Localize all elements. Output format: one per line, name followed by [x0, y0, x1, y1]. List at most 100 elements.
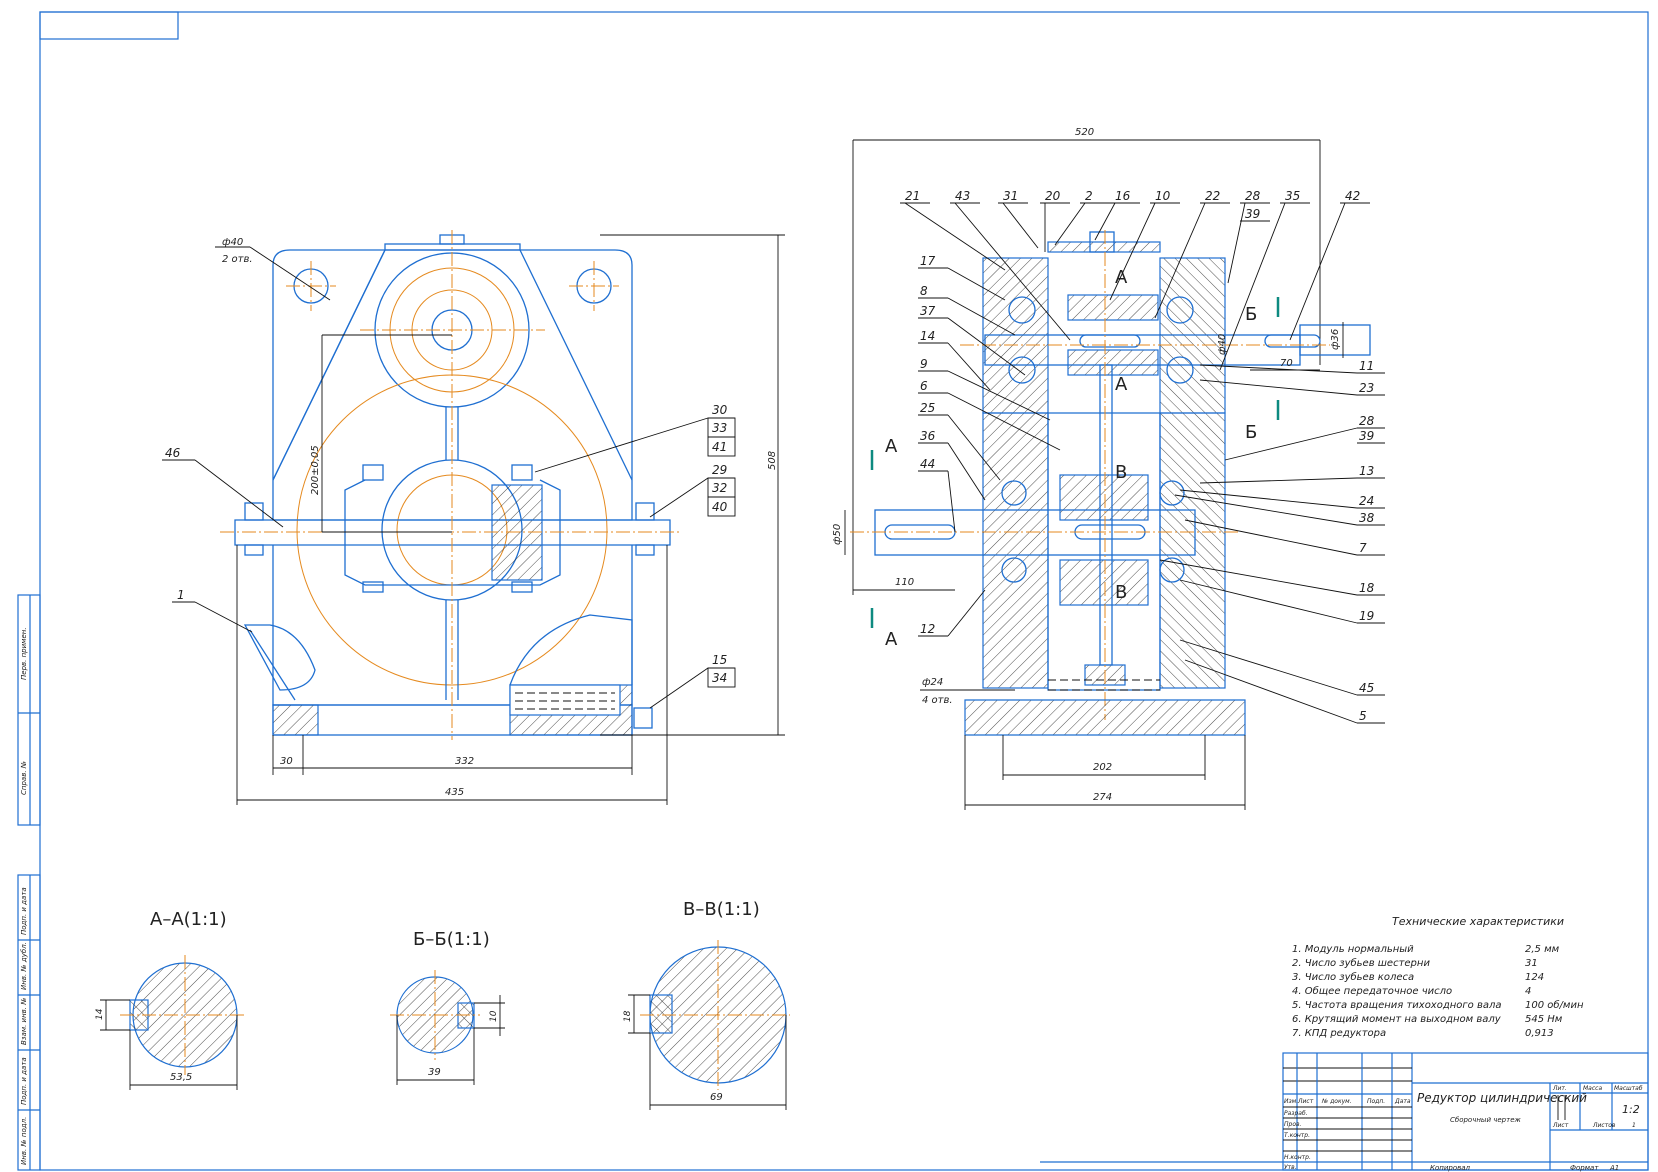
leader-line [947, 392, 1061, 451]
right-lower-wall [1159, 412, 1226, 689]
callout-35: 35 [1285, 189, 1300, 203]
callout-2: 2 [1085, 189, 1093, 203]
dim-edge: 30 [280, 756, 293, 767]
callout-46: 46 [165, 446, 181, 460]
dim-shaft-out-len: 70 [1280, 358, 1293, 369]
leader-line [1002, 202, 1039, 249]
stamp-label: Подп. и дата [20, 887, 28, 935]
front-view: 200±0,05 508 435 30 332 ф40 2 отв. 46 1 … [162, 230, 785, 805]
section-mark-a: А [885, 436, 898, 457]
wheel-hub-bottom [1059, 559, 1149, 606]
section-vv: В–В(1:1) 18 69 [623, 899, 790, 1110]
dim-shaft-in-dia: ф50 [832, 524, 843, 545]
wheel-hub-top [1059, 474, 1149, 521]
spec-label: 1. Модуль нормальный [1292, 944, 1414, 955]
leader-line [947, 317, 1026, 376]
tb-header: Изм. [1284, 1098, 1298, 1105]
title-block: Изм. Лист № докум. Подп. Дата Разраб. Пр… [1040, 1052, 1649, 1172]
tb-header: Дата [1394, 1098, 1411, 1105]
section-mark-v: В [1115, 462, 1127, 483]
section-title: В–В(1:1) [683, 899, 760, 920]
callout-9: 9 [920, 357, 928, 371]
leader-line [1159, 559, 1358, 596]
dim-center-dist: 200±0,05 [310, 445, 321, 495]
dim-bolt-span: 332 [455, 756, 474, 767]
bolt-head [362, 464, 384, 481]
leader-line [1199, 379, 1358, 396]
leader-line [1154, 202, 1206, 319]
spec-value: 100 об/мин [1525, 999, 1584, 1011]
section-mark-a: А [885, 629, 898, 650]
side-section-view: 520 [832, 127, 1371, 810]
callout-23: 23 [1359, 381, 1374, 395]
tb-header: Лист [1297, 1098, 1314, 1105]
spec-label: 2. Число зубьев шестерни [1292, 957, 1430, 969]
copied-label: Копировал [1430, 1164, 1471, 1172]
leader-line [1184, 519, 1358, 556]
callout-17: 17 [920, 254, 936, 268]
callout-18: 18 [1359, 581, 1375, 595]
callout-11: 11 [1359, 359, 1374, 373]
stamp-label: Инв. № дубл. [20, 942, 28, 990]
leader-line [1219, 202, 1286, 371]
vent-bolt [1089, 231, 1115, 253]
callout-40: 40 [712, 500, 728, 514]
dim-base-hole: ф24 [922, 677, 943, 688]
left-lower-wall [982, 412, 1049, 689]
sheet-label: Лист [1552, 1122, 1569, 1129]
section-mark-v: В [1115, 582, 1127, 603]
tb-header: Подп. [1367, 1098, 1385, 1105]
input-shaft-end [1299, 324, 1371, 356]
leader-line [947, 370, 1051, 421]
dim-hole-dia: ф40 [222, 237, 243, 248]
callout-39: 39 [1245, 207, 1260, 221]
key-section [649, 994, 673, 1034]
dim-shaft-out-dia: ф36 [1330, 329, 1341, 350]
spec-label: 5. Частота вращения тихоходного вала [1292, 1000, 1502, 1011]
sheets-count: 1 [1632, 1122, 1636, 1129]
leader-line [1054, 202, 1086, 246]
pinion-teeth-top [1067, 294, 1159, 321]
callout-19: 19 [1359, 609, 1374, 623]
dim-length: 520 [1075, 127, 1094, 138]
sheet-frame [39, 11, 1649, 1171]
callout-39: 39 [1359, 429, 1374, 443]
spec-value: 4 [1525, 986, 1531, 997]
top-cover [1047, 241, 1161, 253]
callout-25: 25 [920, 401, 935, 415]
drawing-subtitle: Сборочный чертеж [1450, 1116, 1521, 1124]
key-dim: 10 [489, 1010, 499, 1022]
spec-label: 6. Крутящий момент на выходном валу [1292, 1014, 1502, 1025]
callout-15: 15 [712, 653, 727, 667]
bolt-head [511, 464, 533, 481]
leader-line [947, 442, 986, 501]
leader-line [1184, 659, 1358, 724]
leader-line [1174, 494, 1358, 526]
section-mark-b: Б [1245, 304, 1257, 325]
section-mark-a: А [1115, 374, 1128, 395]
callout-33: 33 [712, 421, 727, 435]
spec-row: 4. Общее передаточное число 4 [1292, 985, 1531, 997]
leader-line [1179, 639, 1358, 696]
dia-dim: 69 [710, 1092, 723, 1103]
tb-role: Н.контр. [1284, 1154, 1311, 1161]
spec-value: 0,913 [1525, 1028, 1554, 1039]
tb-role: Т.контр. [1284, 1132, 1310, 1139]
callout-6: 6 [920, 379, 928, 393]
callout-34: 34 [712, 671, 727, 685]
callout-13: 13 [1359, 464, 1374, 478]
spec-label: 4. Общее передаточное число [1292, 985, 1452, 997]
lit-label: Лит. [1552, 1085, 1567, 1092]
callout-22: 22 [1205, 189, 1220, 203]
callout-28: 28 [1359, 414, 1375, 428]
scale-value: 1:2 [1622, 1103, 1640, 1116]
format-label: Формат [1570, 1164, 1599, 1172]
leader-line [1179, 489, 1358, 509]
stamp-label: Взам. инв. № [20, 997, 28, 1045]
leader-line [947, 297, 1016, 336]
leader-line [947, 267, 1006, 301]
